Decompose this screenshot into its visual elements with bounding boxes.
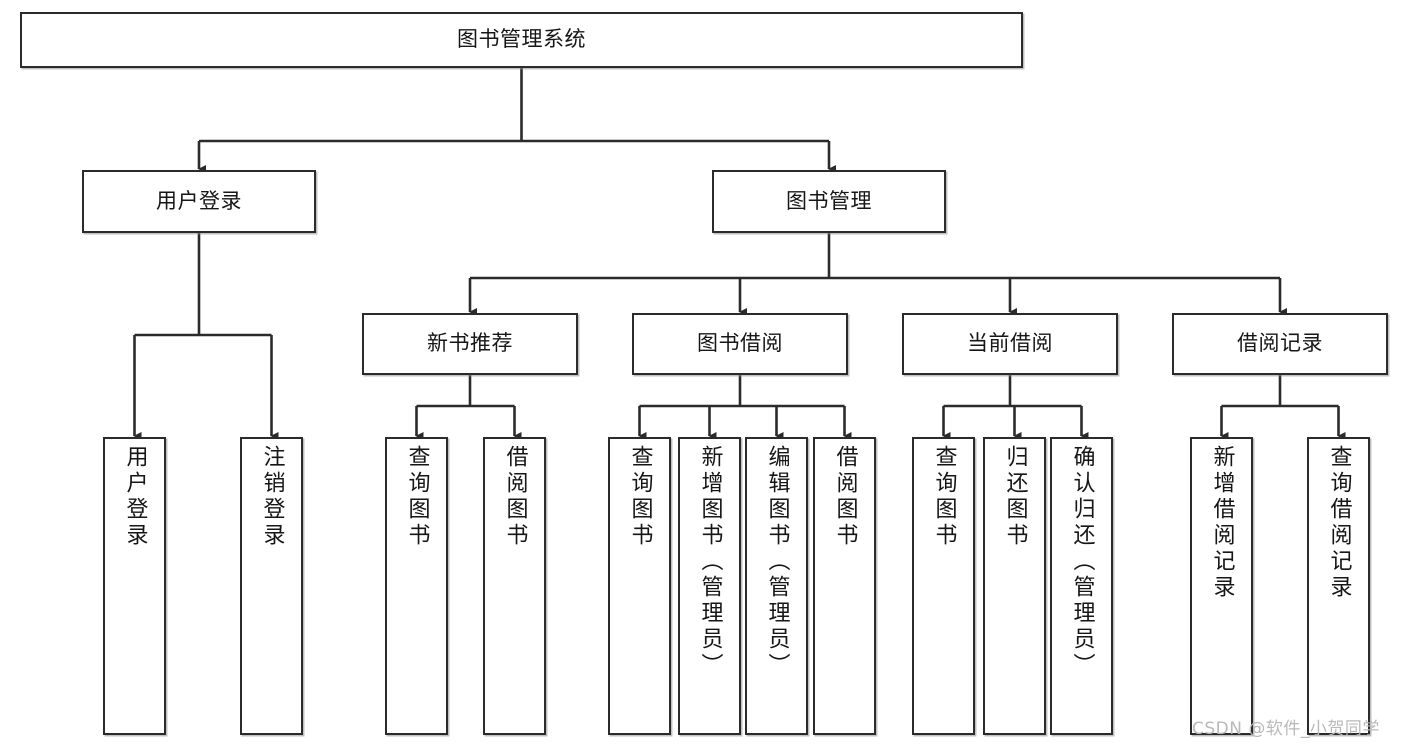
- node-label: 图书管理系统: [457, 27, 586, 52]
- node-book-borrow[interactable]: 图书借阅: [632, 313, 848, 375]
- node-leaf-user-login[interactable]: 用户登录: [103, 437, 166, 735]
- node-user-login[interactable]: 用户登录: [82, 170, 316, 233]
- node-label: 查询借阅记录: [1326, 445, 1352, 601]
- node-new-book-recommend[interactable]: 新书推荐: [362, 313, 578, 375]
- node-label: 图书管理: [786, 188, 872, 213]
- node-leaf-borrow-book-recommend[interactable]: 借阅图书: [483, 437, 546, 735]
- node-label: 用户登录: [156, 188, 242, 213]
- node-label: 确认归还（管理员）: [1069, 445, 1095, 679]
- node-label: 编辑图书（管理员）: [764, 445, 790, 679]
- node-label: 新书推荐: [427, 331, 513, 356]
- node-leaf-add-book-admin[interactable]: 新增图书（管理员）: [678, 437, 741, 735]
- node-label: 新增借阅记录: [1209, 445, 1235, 601]
- node-leaf-return-book[interactable]: 归还图书: [983, 437, 1046, 735]
- node-leaf-logout-login[interactable]: 注销登录: [240, 437, 303, 735]
- node-leaf-edit-book-admin[interactable]: 编辑图书（管理员）: [745, 437, 808, 735]
- node-label: 借阅图书: [832, 445, 858, 549]
- node-leaf-query-book-recommend[interactable]: 查询图书: [385, 437, 448, 735]
- node-label: 图书借阅: [697, 331, 783, 356]
- node-label: 归还图书: [1002, 445, 1028, 549]
- node-leaf-confirm-return-admin[interactable]: 确认归还（管理员）: [1050, 437, 1113, 735]
- node-label: 当前借阅: [967, 331, 1053, 356]
- node-root[interactable]: 图书管理系统: [20, 12, 1023, 68]
- node-label: 借阅记录: [1237, 331, 1323, 356]
- node-label: 用户登录: [122, 445, 148, 549]
- node-leaf-query-borrow-record[interactable]: 查询借阅记录: [1307, 437, 1370, 735]
- csdn-watermark: CSDN @软件_小贺同学: [1192, 719, 1380, 739]
- node-book-manage[interactable]: 图书管理: [712, 170, 946, 233]
- node-label: 查询图书: [931, 445, 957, 549]
- node-leaf-borrow-book[interactable]: 借阅图书: [813, 437, 876, 735]
- node-label: 注销登录: [259, 445, 285, 549]
- node-label: 查询图书: [627, 445, 653, 549]
- node-label: 借阅图书: [502, 445, 528, 549]
- node-leaf-add-borrow-record[interactable]: 新增借阅记录: [1190, 437, 1253, 735]
- node-borrow-record[interactable]: 借阅记录: [1172, 313, 1388, 375]
- node-leaf-query-book-current[interactable]: 查询图书: [912, 437, 975, 735]
- node-current-borrow[interactable]: 当前借阅: [902, 313, 1118, 375]
- node-label: 新增图书（管理员）: [697, 445, 723, 679]
- node-leaf-query-book-borrow[interactable]: 查询图书: [608, 437, 671, 735]
- node-label: 查询图书: [404, 445, 430, 549]
